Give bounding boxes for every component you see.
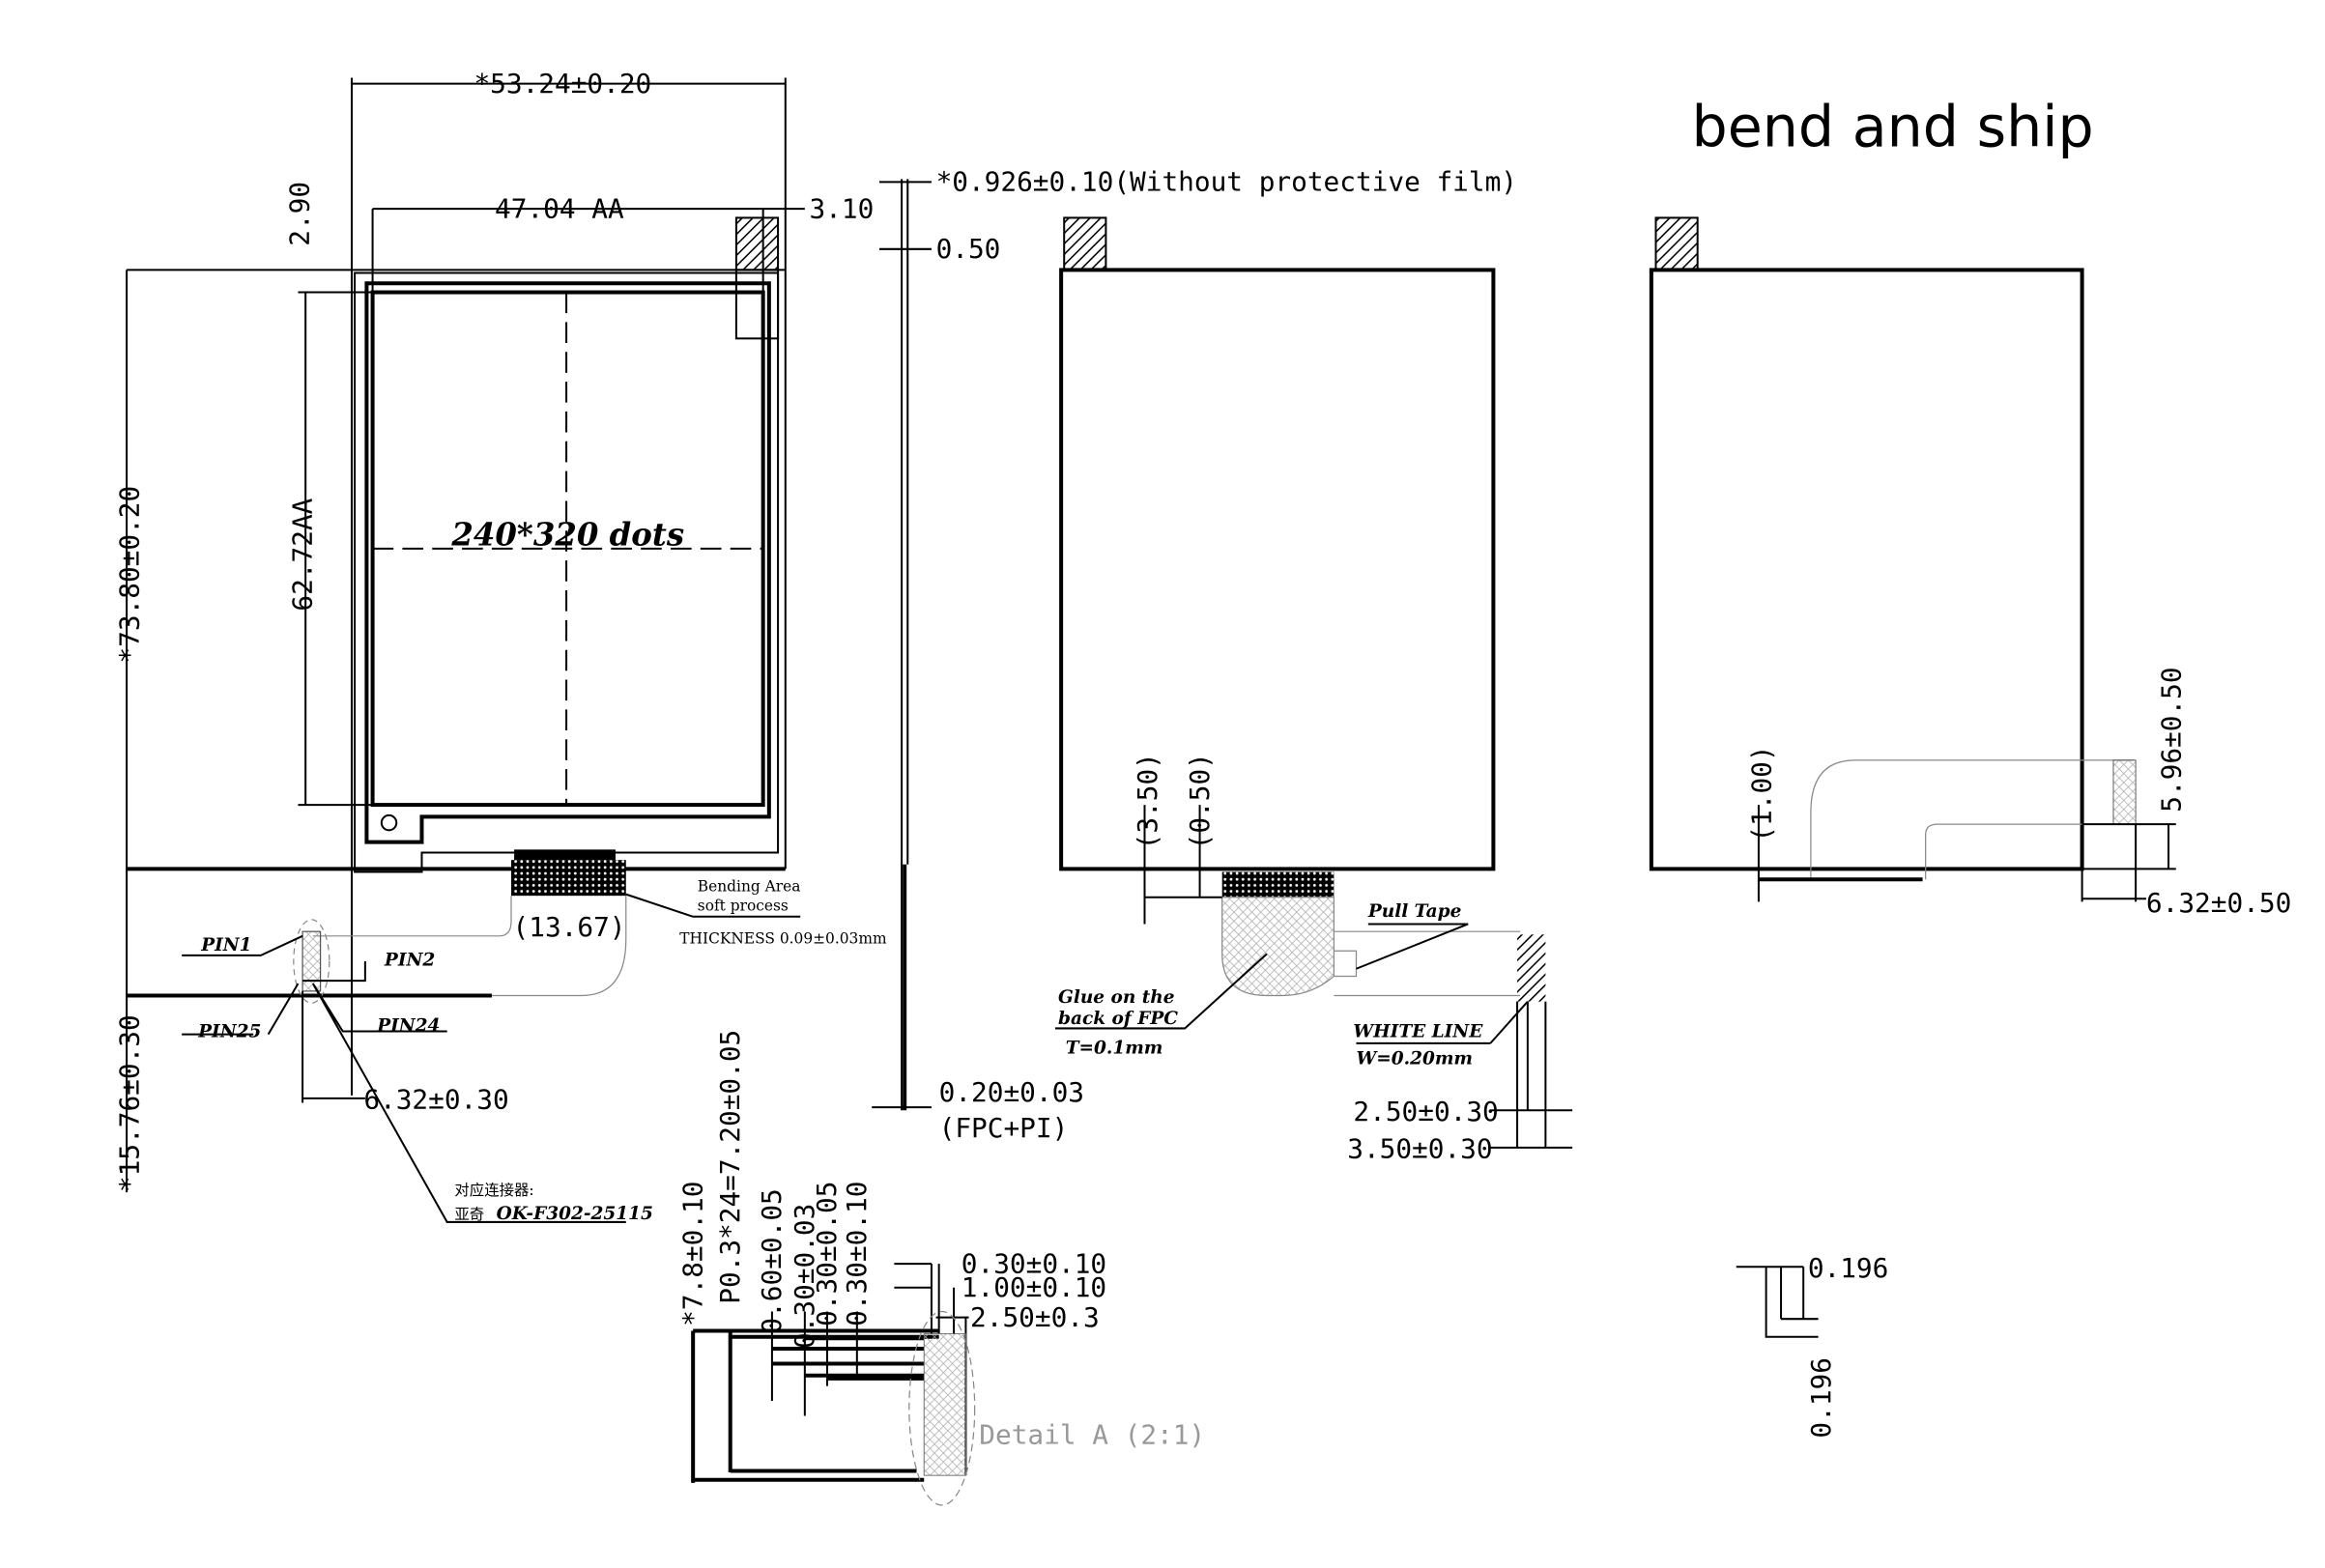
thickness-note: THICKNESS 0.09±0.03mm xyxy=(679,930,887,948)
pin2-label: PIN2 xyxy=(384,951,435,971)
pull-tape-label: Pull Tape xyxy=(1367,901,1462,922)
dim-0-196-h: 0.196 xyxy=(1808,1252,1889,1284)
glue-label-1: Glue on the xyxy=(1058,987,1175,1008)
fpc-length-dim: *15.76±0.30 xyxy=(113,1014,145,1192)
connector-brand: 亚奇 xyxy=(454,1206,484,1223)
white-line-label: WHITE LINE xyxy=(1353,1022,1483,1042)
panel-height-dim: *73.80±0.20 xyxy=(113,486,145,664)
glue-thickness: T=0.1mm xyxy=(1066,1039,1163,1059)
detail-dim-5: 0.30±0.05 xyxy=(811,1182,843,1326)
gap-dim: 0.50 xyxy=(936,233,1001,265)
pin-offset-dim: 6.32±0.30 xyxy=(363,1084,508,1116)
pin1-label: PIN1 xyxy=(200,935,251,955)
panel-width-dim: *53.24±0.20 xyxy=(474,68,651,100)
detail-dim-2: P0.3*24=7.20±0.05 xyxy=(714,1030,746,1304)
detail-a: *7.8±0.10 P0.3*24=7.20±0.05 0.60±0.05 0.… xyxy=(676,1030,1205,1506)
aa-height-dim: 62.72AA xyxy=(286,498,318,611)
dim-6-32: 6.32±0.50 xyxy=(2146,887,2291,919)
white-line-width: W=0.20mm xyxy=(1356,1048,1473,1069)
connector-model: OK-F302-25115 xyxy=(497,1204,653,1224)
glue-label-2: back of FPC xyxy=(1058,1009,1178,1029)
panel-thickness-dim: *0.926±0.10(Without protective film) xyxy=(936,166,1517,198)
fpc-note: (FPC+PI) xyxy=(939,1112,1069,1144)
top-offset-dim: 3.10 xyxy=(809,192,874,224)
back-view: (3.50) (0.50) Pull Tape Glue on the back… xyxy=(1054,216,1573,1165)
detail-dim-6: 0.30±0.10 xyxy=(841,1182,873,1326)
dim-0-196-v: 0.196 xyxy=(1805,1357,1837,1439)
side-view: *0.926±0.10(Without protective film) 0.5… xyxy=(872,166,1517,1144)
detail-right-dim-1: 0.30±0.10 xyxy=(962,1247,1106,1279)
dim-2-50: 2.50±0.30 xyxy=(1353,1096,1498,1127)
dim-0-50: (0.50) xyxy=(1184,753,1216,849)
front-view: 240*320 dots *53.24±0.20 47.04 AA 3.10 2… xyxy=(113,68,887,1224)
detail-a-label: Detail A (2:1) xyxy=(979,1419,1205,1451)
dim-3-50: (3.50) xyxy=(1132,753,1163,849)
bending-area-label: Bending Area xyxy=(698,878,801,896)
soft-process-label: soft process xyxy=(698,898,789,915)
detail-dim-4: 0.30±0.03 xyxy=(789,1204,820,1349)
detail-dim-3: 0.60±0.05 xyxy=(756,1188,788,1333)
detail-right-dim-3: 2.50±0.3 xyxy=(970,1301,1100,1333)
bent-view: (1.00) 5.96±0.50 6.32±0.50 0.196 0.196 xyxy=(1649,216,2291,1439)
dim-5-96: 5.96±0.50 xyxy=(2155,667,2187,812)
resolution-label: 240*320 dots xyxy=(450,517,684,554)
detail-right-dim-2: 1.00±0.10 xyxy=(962,1271,1106,1303)
connector-label: 对应连接器: xyxy=(454,1181,533,1199)
top-margin-dim: 2.90 xyxy=(283,182,315,246)
dim-3-50-tol: 3.50±0.30 xyxy=(1347,1133,1492,1165)
aa-width-dim: 47.04 AA xyxy=(495,192,624,224)
fpc-thickness-dim: 0.20±0.03 xyxy=(939,1076,1084,1108)
pin24-label: PIN24 xyxy=(376,1016,440,1037)
detail-dim-1: *7.8±0.10 xyxy=(676,1182,708,1326)
fpc-width-dim: (13.67) xyxy=(513,911,626,943)
pin25-label: PIN25 xyxy=(197,1022,261,1042)
dim-1-00: (1.00) xyxy=(1745,745,1777,841)
title: bend and ship xyxy=(1692,94,2094,159)
